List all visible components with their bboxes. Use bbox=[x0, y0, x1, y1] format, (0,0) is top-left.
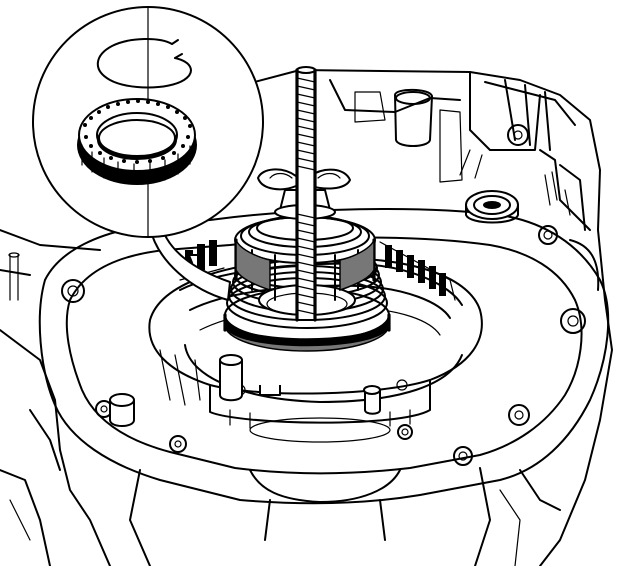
transmission-case bbox=[0, 69, 613, 566]
snap-ring bbox=[96, 37, 192, 89]
inset-detail-circle bbox=[32, 6, 264, 238]
rod-threads bbox=[296, 77, 316, 315]
wave-spring-ring bbox=[77, 98, 197, 185]
case-seal-boss bbox=[459, 149, 519, 224]
spring-compressor-tool bbox=[257, 66, 351, 322]
